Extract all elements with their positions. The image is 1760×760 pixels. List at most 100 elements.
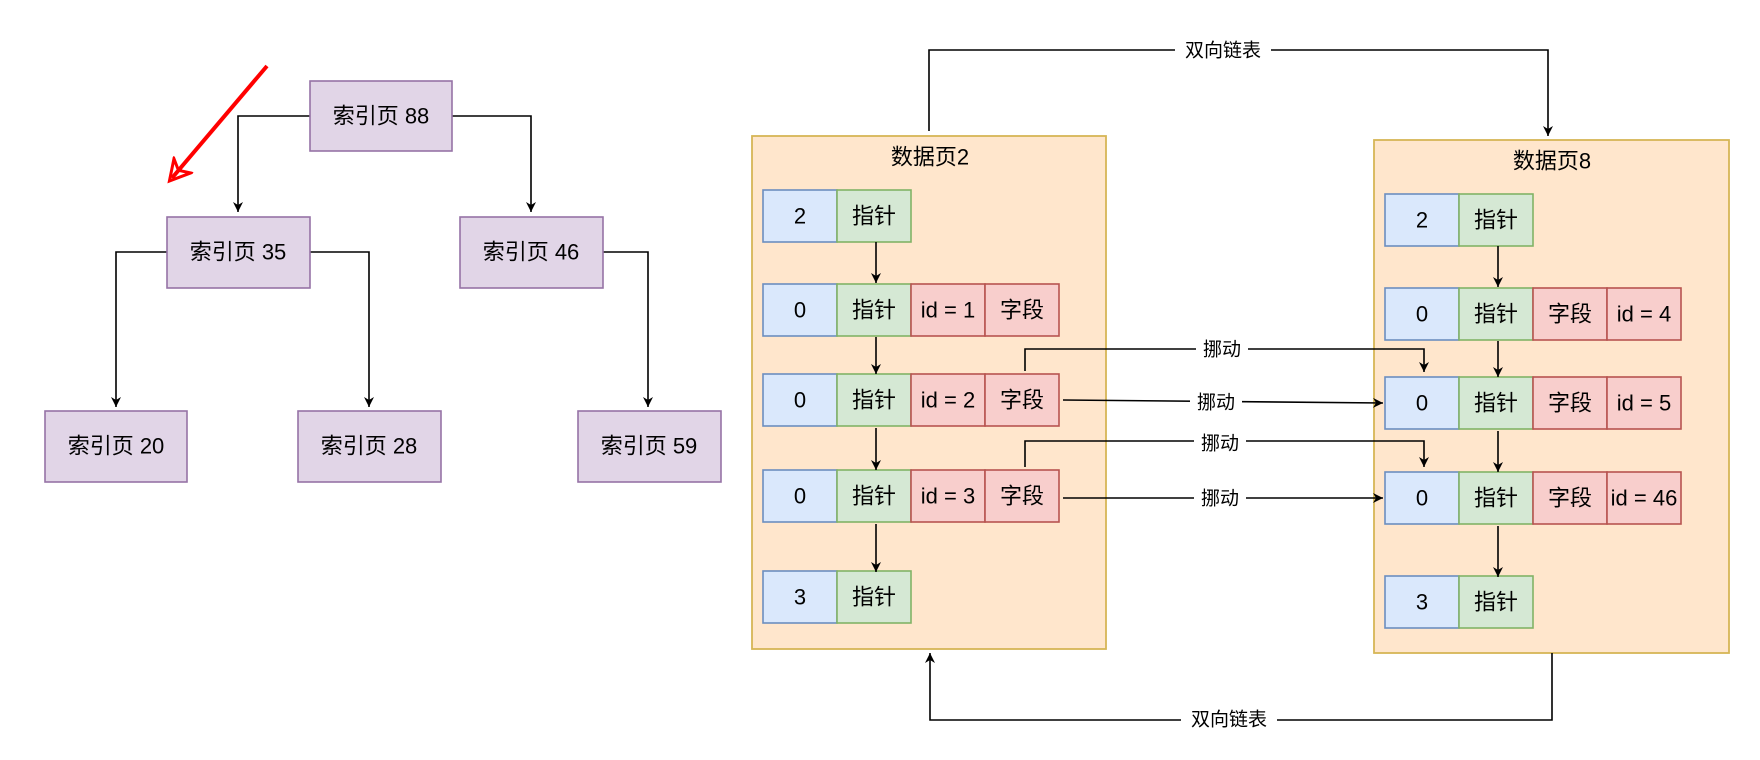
record-type-cell (762, 373, 838, 427)
index-node-20[interactable]: 索引页 20 (44, 410, 188, 483)
pointer-cell (1458, 575, 1534, 629)
field-cell (910, 469, 986, 523)
record-type-cell-label: 2 (794, 204, 806, 229)
index-node-label: 索引页 59 (601, 434, 698, 459)
edge-46-to-59 (603, 251, 653, 407)
edge-35-to-20 (111, 251, 167, 407)
field-cell (1606, 287, 1682, 341)
pointer-cell-label: 指针 (1474, 486, 1518, 511)
field-cell (1606, 471, 1682, 525)
record-type-cell (1384, 575, 1460, 629)
move-label: 挪动 (1203, 339, 1241, 361)
linked-list-label: 双向链表 (1185, 40, 1261, 62)
linked-list-bottom: 双向链表 (925, 653, 1553, 732)
record-type-cell (1384, 376, 1460, 430)
pointer-cell (836, 570, 912, 624)
field-cell-label: id = 2 (921, 388, 975, 413)
field-cell (984, 283, 1060, 337)
pointer-cell-label: 指针 (852, 298, 896, 323)
pointer-cell-label: 指针 (852, 204, 896, 229)
pointer-cell (836, 283, 912, 337)
record-row[interactable]: 2 指针 (762, 189, 912, 243)
record-type-cell (762, 283, 838, 337)
field-cell-label: 字段 (1000, 298, 1044, 323)
record-type-cell-label: 0 (794, 484, 806, 509)
edge-88-to-46 (452, 115, 536, 212)
field-cell-label: id = 1 (921, 298, 975, 323)
pointer-cell (836, 373, 912, 427)
pointer-cell-label: 指针 (1474, 391, 1518, 416)
index-node-28[interactable]: 索引页 28 (297, 410, 442, 483)
index-tree: 索引页 88 索引页 35 索引页 46 索引页 20 索引页 28 索引页 5… (44, 64, 722, 483)
field-cell-label: 字段 (1548, 391, 1592, 416)
index-node-label: 索引页 20 (68, 434, 165, 459)
field-cell (1532, 471, 1608, 525)
pointer-cell (1458, 376, 1534, 430)
record-type-cell-label: 3 (1416, 590, 1428, 615)
move-label: 挪动 (1201, 488, 1239, 510)
red-arrow-icon (172, 64, 269, 178)
field-cell (984, 373, 1060, 427)
index-node-59[interactable]: 索引页 59 (577, 410, 722, 483)
field-cell-label: id = 5 (1617, 391, 1671, 416)
record-type-cell (1384, 471, 1460, 525)
index-node-label: 索引页 88 (333, 104, 430, 129)
pointer-cell-label: 指针 (1474, 208, 1518, 233)
field-cell-label: id = 46 (1611, 486, 1678, 511)
data-page-title: 数据页8 (1513, 149, 1591, 174)
index-node-label: 索引页 35 (190, 240, 287, 265)
record-row[interactable]: 3 指针 (762, 570, 912, 624)
record-row[interactable]: 0 指针 id = 2 字段 (762, 373, 1060, 427)
record-type-cell-label: 2 (1416, 208, 1428, 233)
pointer-cell-label: 指针 (852, 388, 896, 413)
record-type-cell-label: 0 (794, 388, 806, 413)
linked-list-top: 双向链表 (928, 38, 1553, 136)
pointer-cell-label: 指针 (1474, 302, 1518, 327)
index-node-label: 索引页 46 (483, 240, 580, 265)
field-cell (1606, 376, 1682, 430)
index-node-46[interactable]: 索引页 46 (459, 216, 604, 289)
edge-88-to-35 (233, 115, 310, 212)
record-row[interactable]: 0 指针 id = 1 字段 (762, 283, 1060, 337)
record-type-cell (762, 469, 838, 523)
record-type-cell-label: 0 (794, 298, 806, 323)
record-row[interactable]: 0 指针 id = 3 字段 (762, 469, 1060, 523)
pointer-cell (1458, 471, 1534, 525)
pointer-cell-label: 指针 (1474, 590, 1518, 615)
field-cell-label: id = 3 (921, 484, 975, 509)
pointer-cell (836, 469, 912, 523)
field-cell-label: 字段 (1548, 302, 1592, 327)
record-type-cell (762, 189, 838, 243)
index-tree-edges (111, 115, 653, 407)
field-cell (910, 283, 986, 337)
index-node-label: 索引页 28 (321, 434, 418, 459)
record-row[interactable]: 2 指针 (1384, 193, 1534, 247)
linked-list-label: 双向链表 (1191, 709, 1267, 731)
field-cell-label: 字段 (1000, 388, 1044, 413)
move-label: 挪动 (1201, 433, 1239, 455)
index-node-88[interactable]: 索引页 88 (309, 80, 453, 152)
edge-35-to-28 (310, 251, 374, 407)
record-type-cell-label: 0 (1416, 391, 1428, 416)
pointer-cell (836, 189, 912, 243)
field-cell (984, 469, 1060, 523)
pointer-cell-label: 指针 (852, 585, 896, 610)
move-label: 挪动 (1197, 392, 1235, 414)
index-node-35[interactable]: 索引页 35 (166, 216, 311, 289)
pointer-cell-label: 指针 (852, 484, 896, 509)
field-cell-label: 字段 (1000, 484, 1044, 509)
record-row[interactable]: 0 指针 字段 id = 5 (1384, 376, 1682, 430)
field-cell (910, 373, 986, 427)
data-page-title: 数据页2 (891, 145, 969, 170)
record-row[interactable]: 3 指针 (1384, 575, 1534, 629)
record-type-cell (762, 570, 838, 624)
pointer-cell (1458, 287, 1534, 341)
record-type-cell (1384, 287, 1460, 341)
field-cell-label: id = 4 (1617, 302, 1671, 327)
record-type-cell-label: 3 (794, 585, 806, 610)
pointer-cell (1458, 193, 1534, 247)
